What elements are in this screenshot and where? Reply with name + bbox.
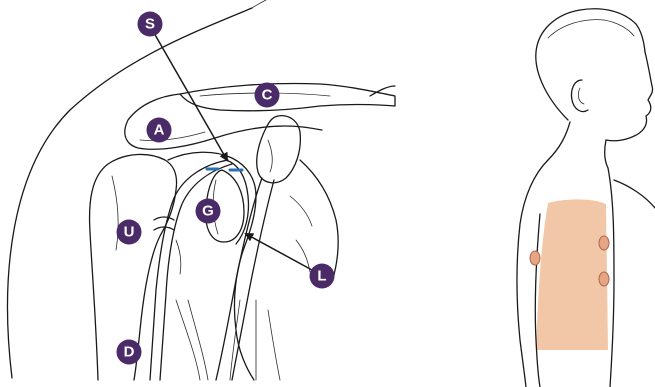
- short-head-tendon-b: [232, 180, 274, 380]
- clavicle: [180, 83, 395, 110]
- label-marker-g: G: [196, 199, 221, 224]
- label-u-text: U: [124, 224, 135, 241]
- label-c-text: C: [262, 87, 273, 104]
- leader-line-l: [246, 234, 312, 270]
- label-s-text: S: [145, 16, 155, 33]
- label-a-text: A: [154, 122, 165, 139]
- scapula-lateral: [300, 160, 338, 282]
- label-marker-l: L: [310, 264, 335, 289]
- hairline: [548, 20, 634, 38]
- coracoid-texture: [268, 140, 272, 172]
- label-marker-d: D: [117, 340, 142, 365]
- label-l-text: L: [317, 268, 326, 285]
- portal-spot-anterior-upper: [599, 236, 609, 250]
- ear-inner: [578, 88, 584, 104]
- clavicle-end: [370, 86, 395, 96]
- face-profile: [606, 52, 653, 141]
- label-marker-a: A: [147, 118, 172, 143]
- neck: [548, 122, 608, 168]
- portal-spot-anterior-lower: [599, 272, 609, 286]
- label-g-text: G: [202, 203, 214, 220]
- chest-line: [614, 180, 655, 208]
- labrum-band: [226, 160, 249, 244]
- label-marker-u: U: [117, 220, 142, 245]
- portal-spot-posterior: [530, 251, 540, 265]
- muscle-fibres: [176, 300, 280, 380]
- biceps-tendon-b: [160, 164, 232, 380]
- label-d-text: D: [124, 344, 135, 361]
- humeral-head-detail: [112, 176, 118, 250]
- head-outline: [536, 9, 645, 120]
- body-outline-illustration: [517, 9, 655, 387]
- label-marker-s: S: [138, 12, 163, 37]
- label-marker-c: C: [255, 83, 280, 108]
- skin-contour: [8, 8, 252, 378]
- skin-patch: [536, 199, 608, 350]
- neck-contour: [252, 0, 266, 8]
- shoulder-anatomy-illustration: S C A G U L D: [8, 0, 395, 380]
- ear: [571, 80, 588, 112]
